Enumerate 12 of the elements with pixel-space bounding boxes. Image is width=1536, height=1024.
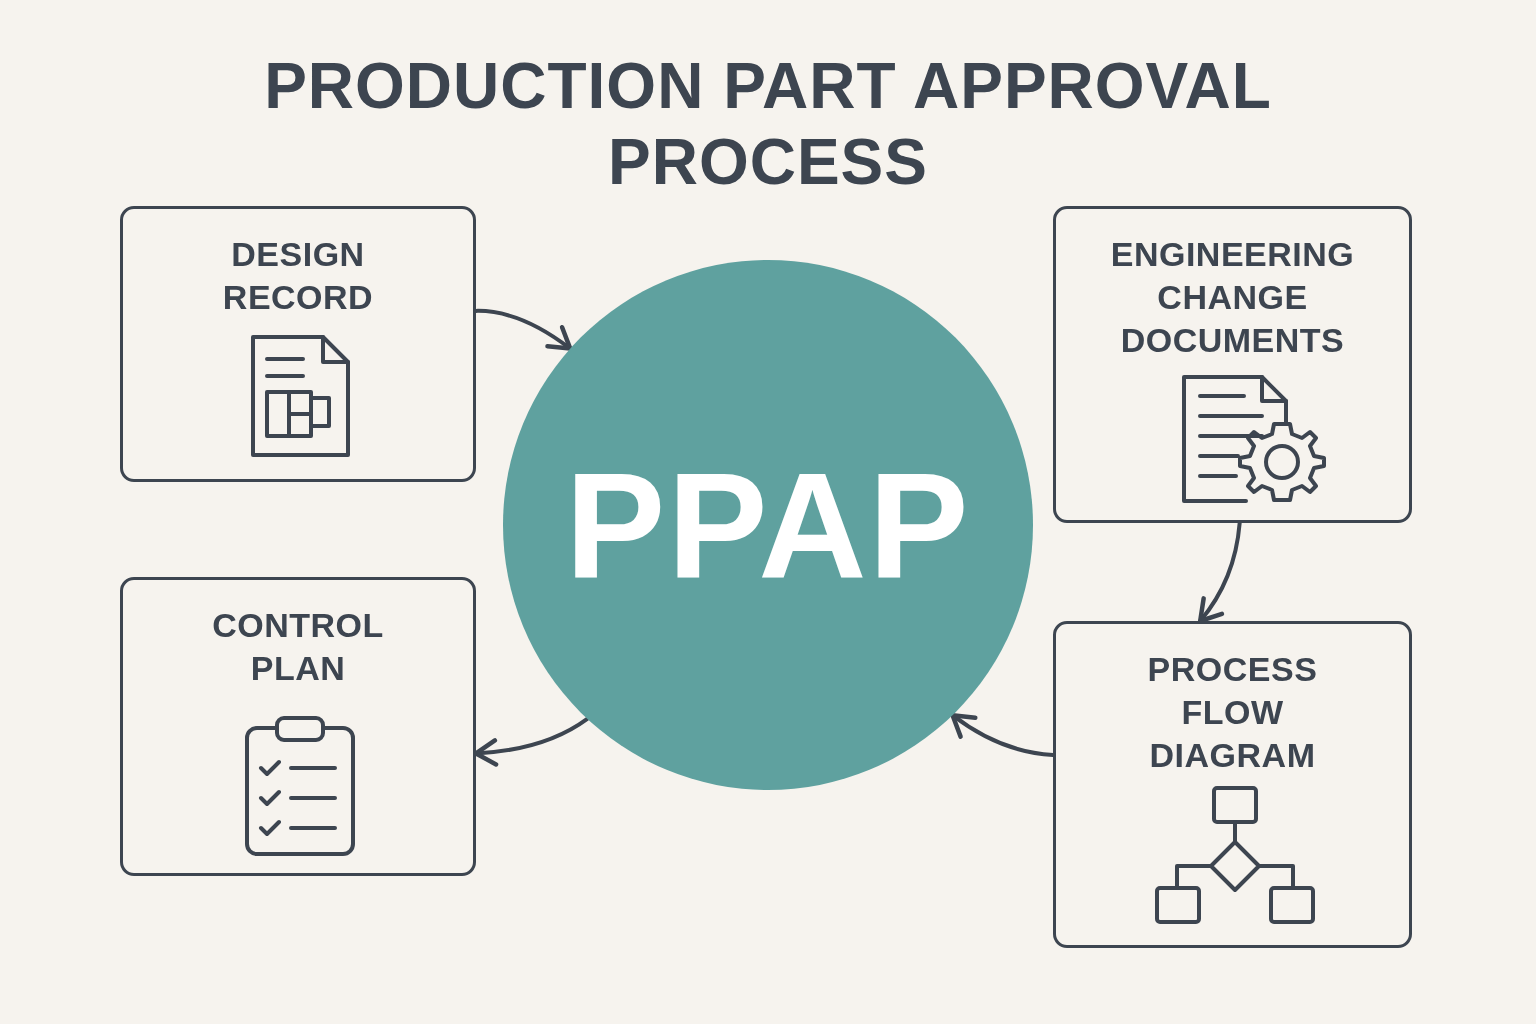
center-label: PPAP (564, 440, 972, 610)
diagram-title: PRODUCTION PART APPROVAL PROCESS (263, 49, 1273, 200)
process-box (1053, 206, 1412, 523)
process-box (1053, 621, 1412, 948)
box-label: DESIGN RECORD (221, 234, 375, 318)
process-box (120, 577, 476, 876)
process-box (120, 206, 476, 482)
box-label: PROCESS FLOW DIAGRAM (1146, 649, 1319, 776)
curved-arrow (950, 712, 1055, 758)
box-label: ENGINEERING CHANGE DOCUMENTS (1109, 234, 1356, 361)
box-label: CONTROL PLAN (211, 605, 385, 689)
curved-arrow (474, 308, 573, 351)
